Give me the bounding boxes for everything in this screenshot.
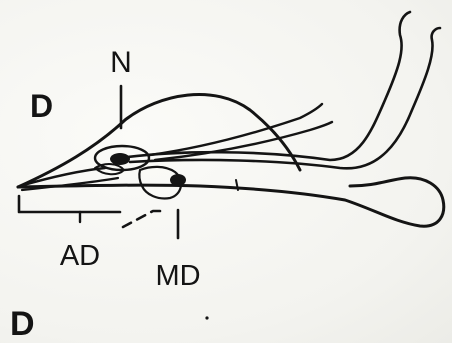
cell-outline-dorsal [18,94,300,187]
short-flagellum-2 [155,122,332,160]
panel-letter-bottom: D [10,305,35,343]
anterior-domain-dash [123,211,163,227]
anterior-wedge-upper [20,168,105,186]
middle-dense-body [170,174,186,186]
label-md: MD [155,260,200,292]
anterior-domain-bracket [19,196,120,212]
panel-letter-top: D [30,88,53,124]
label-n: N [110,46,132,79]
label-ad: AD [60,240,100,272]
nucleus-dense-body [110,153,130,165]
speck [205,316,208,319]
cell-outline-ventral [18,178,444,226]
flagellum-1 [120,12,410,160]
